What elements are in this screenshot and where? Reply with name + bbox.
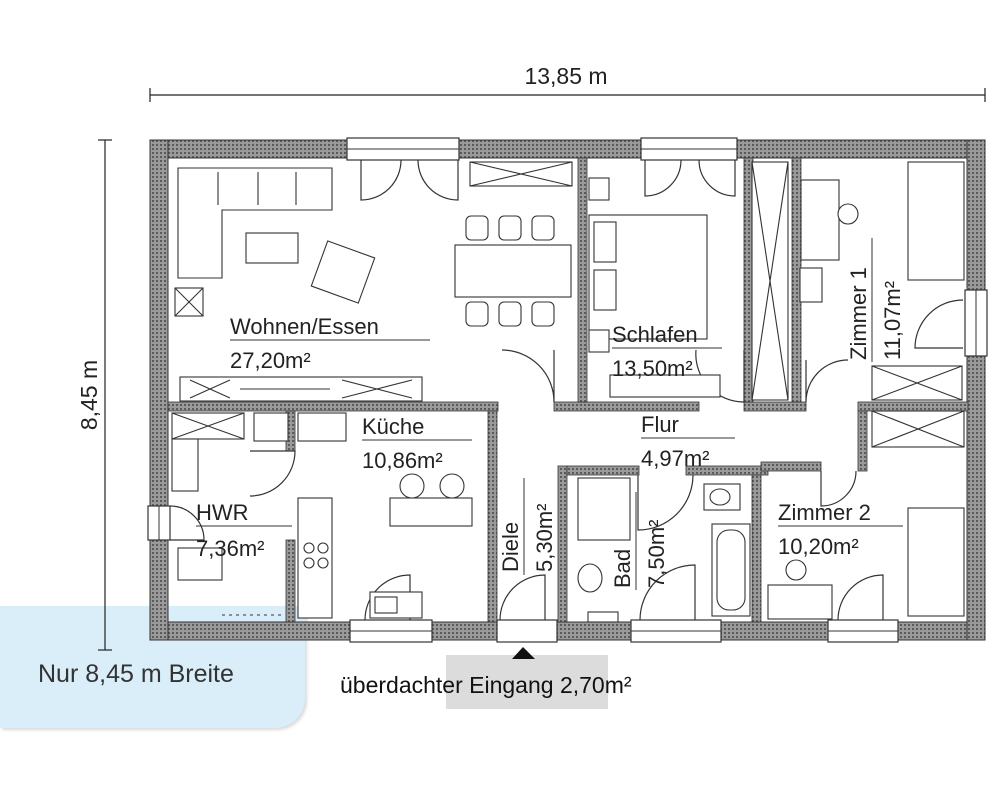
width-note: Nur 8,45 m Breite (38, 660, 234, 688)
width-dimension-line (149, 88, 986, 102)
room-name-zimmer-2: Zimmer 2 (778, 500, 871, 525)
room-area-schlafen: 13,50m² (612, 356, 693, 381)
width-dimension-label: 13,85 m (524, 63, 607, 89)
room-labels: Wohnen/Essen 27,20m² Schlafen 13,50m² Zi… (196, 238, 905, 590)
room-area-zimmer-2: 10,20m² (778, 534, 859, 559)
window-frames (158, 148, 977, 632)
room-area-flur: 4,97m² (641, 446, 709, 471)
room-area-kueche: 10,86m² (362, 448, 443, 473)
room-name-schlafen: Schlafen (612, 322, 698, 347)
depth-dimension-label: 8,45 m (76, 360, 102, 430)
room-area-wohnen-essen: 27,20m² (230, 348, 311, 373)
furniture (171, 161, 965, 623)
room-area-bad: 7,50m² (644, 520, 669, 588)
entrance-arrow-icon (512, 647, 535, 659)
depth-dimension-line (98, 139, 112, 651)
room-name-zimmer-1: Zimmer 1 (846, 267, 871, 360)
door-swings (169, 159, 964, 621)
interior-walls (167, 157, 969, 623)
room-area-zimmer-1: 11,07m² (880, 281, 905, 360)
room-area-diele: 5,30m² (532, 504, 557, 572)
room-name-hwr: HWR (196, 500, 249, 525)
covered-entrance-area (446, 655, 608, 709)
room-name-diele: Diele (498, 522, 523, 572)
entrance-label: überdachter Eingang 2,70m² (340, 672, 632, 698)
room-name-flur: Flur (641, 412, 679, 437)
room-name-bad: Bad (610, 549, 635, 588)
room-name-kueche: Küche (362, 414, 424, 439)
room-name-wohnen-essen: Wohnen/Essen (230, 314, 379, 339)
room-area-hwr: 7,36m² (196, 536, 264, 561)
